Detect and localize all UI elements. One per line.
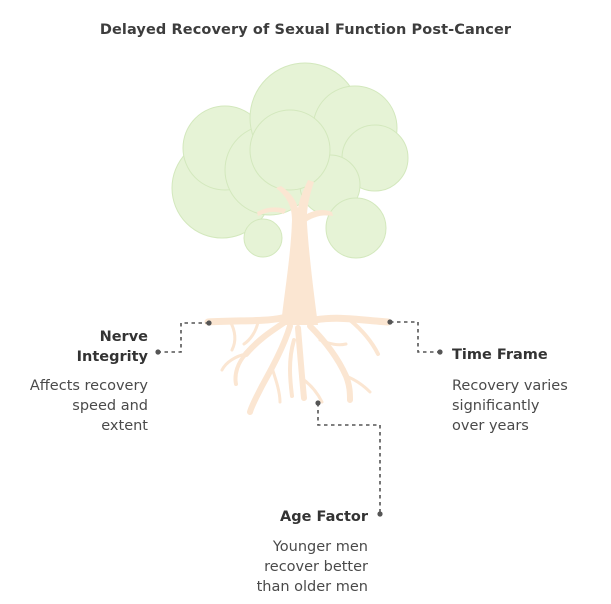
factor-description-nerve-integrity: Affects recovery speed and extent [0,376,148,436]
factor-title-age-factor: Age Factor [208,507,368,527]
dot-time-label [437,349,443,355]
tree-roots [204,314,392,415]
factor-title-line: Age Factor [280,509,368,525]
dot-nerve-label [155,349,161,355]
tree-trunk-roots [257,180,333,325]
factor-description-line: extent [101,418,148,434]
factor-description-time-frame: Recovery varies significantly over years [452,376,602,436]
dot-age-label [377,511,383,517]
tree-foliage [171,62,409,259]
factor-title-line: Nerve [99,329,148,345]
factor-description-line: than older men [256,579,368,595]
factor-title-line: Time Frame [452,347,548,363]
connector-lines [160,321,440,514]
factor-description-line: over years [452,418,529,434]
connector-nerve-integrity [160,322,209,353]
connector-endpoints [155,319,443,517]
dot-age-root [315,400,321,406]
factor-title-nerve-integrity: Nerve Integrity [8,327,148,367]
diagram-title: Delayed Recovery of Sexual Function Post… [99,22,512,38]
factor-title-time-frame: Time Frame [452,345,602,365]
factor-description-line: Affects recovery [29,378,148,394]
factor-description-line: recover better [264,559,368,575]
connector-time-frame [390,321,440,353]
factor-description-line: Younger men [272,539,368,555]
dot-nerve-root [206,320,212,326]
factor-title-line: Integrity [76,349,148,365]
factor-description-line: Recovery varies [452,378,568,394]
connector-age-factor [317,403,381,514]
factor-description-age-factor: Younger men recover better than older me… [208,537,368,597]
factor-description-line: significantly [452,398,540,414]
factor-description-line: speed and [72,398,148,414]
dot-time-root [387,319,393,325]
